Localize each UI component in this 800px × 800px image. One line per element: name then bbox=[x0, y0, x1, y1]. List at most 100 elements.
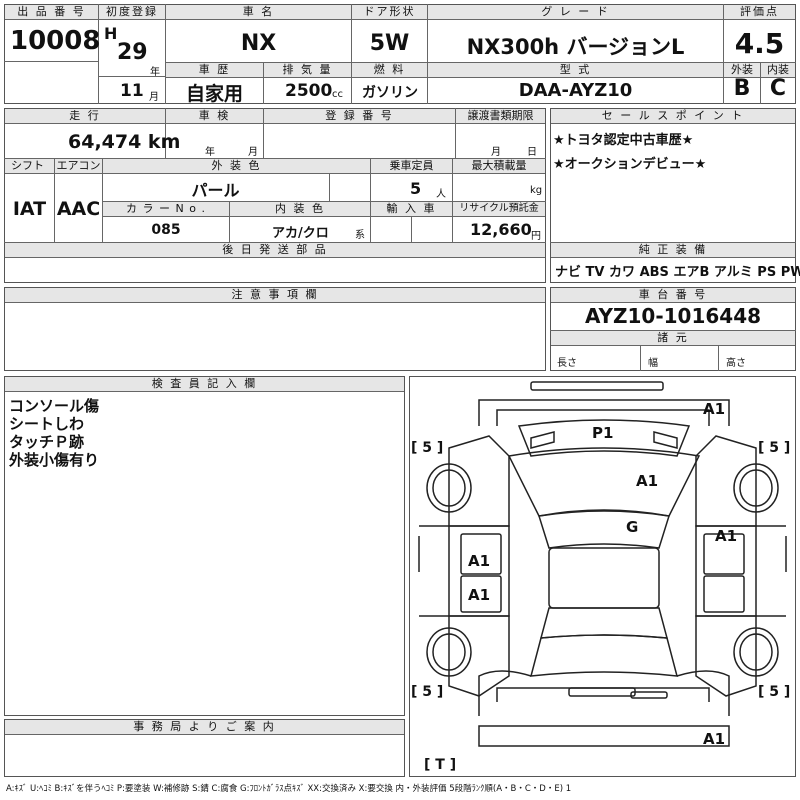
lot-number: 10008 bbox=[10, 26, 101, 56]
mark-g-windshield: G bbox=[626, 518, 639, 536]
int-color-header: 内 装 色 bbox=[230, 202, 370, 217]
model-header: 型 式 bbox=[428, 63, 723, 78]
equip-airbag: エアB bbox=[673, 265, 710, 280]
interior-header: 内装 bbox=[761, 63, 795, 78]
fuel-header: 燃 料 bbox=[352, 63, 427, 78]
tire-front-left: [ 5 ] bbox=[411, 440, 444, 456]
inspection-month-unit: 月 bbox=[248, 147, 258, 158]
capacity: 5 bbox=[410, 179, 422, 198]
chassis-section bbox=[550, 287, 796, 371]
max-load-header: 最大積載量 bbox=[453, 159, 545, 174]
office-section bbox=[4, 719, 405, 777]
score-header: 評価点 bbox=[724, 5, 795, 20]
equip-leather: カワ bbox=[609, 265, 636, 280]
color-no-header: カ ラ ー N o . bbox=[103, 202, 229, 217]
mark-a1-right-door: A1 bbox=[715, 527, 738, 545]
mark-p1-grille: P1 bbox=[592, 424, 614, 442]
mileage-header: 走 行 bbox=[5, 109, 165, 124]
month-unit: 月 bbox=[149, 92, 159, 103]
equip-ps: PS bbox=[757, 265, 777, 280]
reg-year: 29 bbox=[117, 40, 148, 65]
recycle-unit: 円 bbox=[531, 231, 541, 242]
sales-point-header: セ ー ル ス ポ イ ン ト bbox=[551, 109, 795, 124]
capacity-header: 乗車定員 bbox=[371, 159, 452, 174]
later-parts-header: 後 日 発 送 部 品 bbox=[5, 243, 545, 258]
ac: AAC bbox=[56, 198, 101, 220]
inspector-section bbox=[4, 376, 405, 716]
cc-unit: cc bbox=[332, 89, 343, 100]
year-unit: 年 bbox=[150, 67, 160, 78]
color-no: 085 bbox=[151, 222, 181, 238]
int-color: アカ/クロ bbox=[272, 226, 329, 241]
door-type: 5W bbox=[369, 31, 410, 56]
sales-point-2: ★オークションデビュー★ bbox=[553, 157, 707, 172]
max-load-unit: kg bbox=[530, 185, 543, 196]
history: 自家用 bbox=[185, 83, 243, 105]
spec-header: 諸 元 bbox=[551, 331, 795, 346]
score: 4.5 bbox=[734, 27, 785, 60]
transfer-day: 日 bbox=[527, 147, 537, 158]
reg-month: 11 bbox=[120, 81, 144, 101]
displacement: 2500 bbox=[285, 81, 333, 101]
damage-legend: A:ｷｽﾞ U:ﾍｺﾐ B:ｷｽﾞを伴うﾍｺﾐ P:要塗装 W:補修跡 S:錆 … bbox=[6, 784, 572, 794]
chassis-number: AYZ10-1016448 bbox=[584, 304, 762, 328]
office-header: 事 務 局 よ り ご 案 内 bbox=[5, 720, 404, 735]
mileage: 64,474 km bbox=[68, 131, 181, 153]
exterior-score: B bbox=[733, 76, 751, 101]
inspector-line-3: タッチＰ跡 bbox=[9, 433, 85, 451]
mark-a1-left-rear-door: A1 bbox=[468, 586, 491, 604]
inspector-line-4: 外装小傷有り bbox=[9, 451, 100, 469]
inspector-line-1: コンソール傷 bbox=[9, 397, 100, 415]
mark-a1-rear-bumper: A1 bbox=[703, 730, 726, 748]
fuel: ガソリン bbox=[362, 85, 418, 101]
equipment-list: ナビ TV カワ ABS エアB アルミ PS PW bbox=[555, 261, 800, 280]
car-damage-diagram bbox=[418, 381, 787, 747]
model-code: DAA-AYZ10 bbox=[518, 80, 633, 101]
shift: IAT bbox=[12, 198, 47, 220]
mark-a1-hood: A1 bbox=[636, 472, 659, 490]
chassis-header: 車 台 番 号 bbox=[551, 288, 795, 303]
interior-score: C bbox=[769, 76, 787, 101]
inspector-line-2: シートしわ bbox=[9, 415, 85, 433]
car-name-header: 車 名 bbox=[166, 5, 351, 20]
first-reg-header: 初度登録 bbox=[99, 5, 165, 20]
recycle-header: リサイクル預託金 bbox=[453, 202, 545, 217]
notes-section bbox=[4, 287, 546, 371]
damage-diagram-section bbox=[409, 376, 796, 777]
equip-alloy: アルミ bbox=[713, 265, 753, 280]
ext-color-header: 外 装 色 bbox=[103, 159, 370, 174]
spec-height: 高さ bbox=[726, 358, 746, 369]
tire-rear-right: [ 5 ] bbox=[758, 684, 791, 700]
tire-rear-left: [ 5 ] bbox=[411, 684, 444, 700]
mark-a1-left-front-door: A1 bbox=[468, 552, 491, 570]
lot-no-header: 出 品 番 号 bbox=[5, 5, 98, 20]
sales-point-section bbox=[550, 108, 796, 283]
tire-front-right: [ 5 ] bbox=[758, 440, 791, 456]
top-section bbox=[4, 4, 796, 104]
tire-spare: [ T ] bbox=[424, 757, 457, 773]
displacement-header: 排 気 量 bbox=[264, 63, 351, 78]
equip-pw: PW bbox=[780, 265, 800, 280]
car-name: NX bbox=[240, 31, 277, 56]
history-header: 車 歴 bbox=[166, 63, 263, 78]
inspection-year-unit: 年 bbox=[205, 147, 215, 158]
vehicle-info-section bbox=[4, 108, 546, 283]
equip-tv: TV bbox=[585, 265, 605, 280]
recycle-deposit: 12,660 bbox=[470, 220, 532, 239]
inspector-header: 検 査 員 記 入 欄 bbox=[5, 377, 404, 392]
mark-a1-front-bumper: A1 bbox=[703, 400, 726, 418]
inspection-header: 車 検 bbox=[166, 109, 263, 124]
capacity-unit: 人 bbox=[436, 189, 446, 200]
import-header: 輸 入 車 bbox=[371, 202, 452, 217]
exterior-header: 外装 bbox=[724, 63, 760, 78]
shift-header: シフト bbox=[5, 159, 54, 174]
spec-length: 長さ bbox=[557, 358, 577, 369]
era: H bbox=[104, 24, 118, 43]
reg-no-header: 登 録 番 号 bbox=[264, 109, 455, 124]
transfer-month: 月 bbox=[491, 147, 501, 158]
ac-header: エアコン bbox=[55, 159, 102, 174]
spec-width: 幅 bbox=[648, 358, 658, 369]
equipment-header: 純 正 装 備 bbox=[551, 243, 795, 258]
door-header: ドア形状 bbox=[352, 5, 427, 20]
notes-header: 注 意 事 項 欄 bbox=[5, 288, 545, 303]
